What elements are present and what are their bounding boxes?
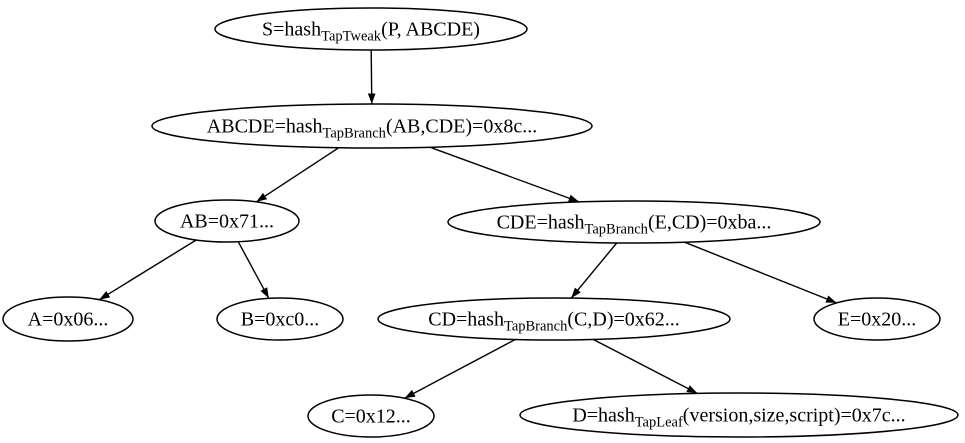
node-AB-label: AB=0x71... [180, 211, 274, 233]
node-E-ellipse [813, 297, 941, 341]
node-B: B=0xc0... [216, 297, 344, 341]
node-B-ellipse [216, 297, 344, 341]
node-CD: CD=hashTapBranch(C,D)=0x62... [377, 297, 731, 341]
node-S-ellipse [214, 7, 528, 51]
node-ABCDE-label: ABCDE=hashTapBranch(AB,CDE)=0x8c... [207, 116, 537, 142]
edge-CDE-CD [570, 242, 618, 299]
node-CD-label: CD=hashTapBranch(C,D)=0x62... [428, 309, 680, 335]
node-D-ellipse [519, 392, 959, 438]
node-E-label: E=0x20... [838, 309, 917, 331]
node-AB: AB=0x71... [154, 199, 300, 243]
edge-AB-A [98, 239, 197, 301]
node-ABCDE-ellipse [151, 103, 593, 149]
edge-CD-C [404, 338, 516, 399]
node-A: A=0x06... [2, 296, 134, 342]
edge-S-ABCDE [367, 49, 376, 105]
node-CDE-ellipse [447, 200, 821, 244]
edges-layer [98, 49, 837, 399]
node-B-label: B=0xc0... [241, 309, 320, 331]
node-S: S=hashTapTweak(P, ABCDE) [214, 7, 528, 51]
nodes-layer: S=hashTapTweak(P, ABCDE) ABCDE=hashTapBra… [2, 7, 959, 438]
node-C-ellipse [307, 394, 435, 438]
node-C-label: C=0x12... [331, 406, 411, 428]
edge-ABCDE-AB [255, 147, 340, 203]
edge-CDE-E [684, 241, 837, 304]
node-ABCDE: ABCDE=hashTapBranch(AB,CDE)=0x8c... [151, 103, 593, 149]
node-D-label: D=hashTapLeaf(version,size,script)=0x7c.… [572, 405, 905, 431]
edge-AB-B [237, 241, 270, 299]
node-A-label: A=0x06... [28, 309, 109, 331]
node-AB-ellipse [154, 199, 300, 243]
node-A-ellipse [2, 296, 134, 342]
node-C: C=0x12... [307, 394, 435, 438]
node-CDE: CDE=hashTapBranch(E,CD)=0xba... [447, 200, 821, 244]
node-D: D=hashTapLeaf(version,size,script)=0x7c.… [519, 392, 959, 438]
node-S-label: S=hashTapTweak(P, ABCDE) [262, 19, 480, 45]
node-E: E=0x20... [813, 297, 941, 341]
node-CD-ellipse [377, 297, 731, 341]
edge-ABCDE-CDE [429, 146, 580, 203]
edge-CD-D [593, 338, 698, 395]
node-CDE-label: CDE=hashTapBranch(E,CD)=0xba... [497, 212, 772, 238]
